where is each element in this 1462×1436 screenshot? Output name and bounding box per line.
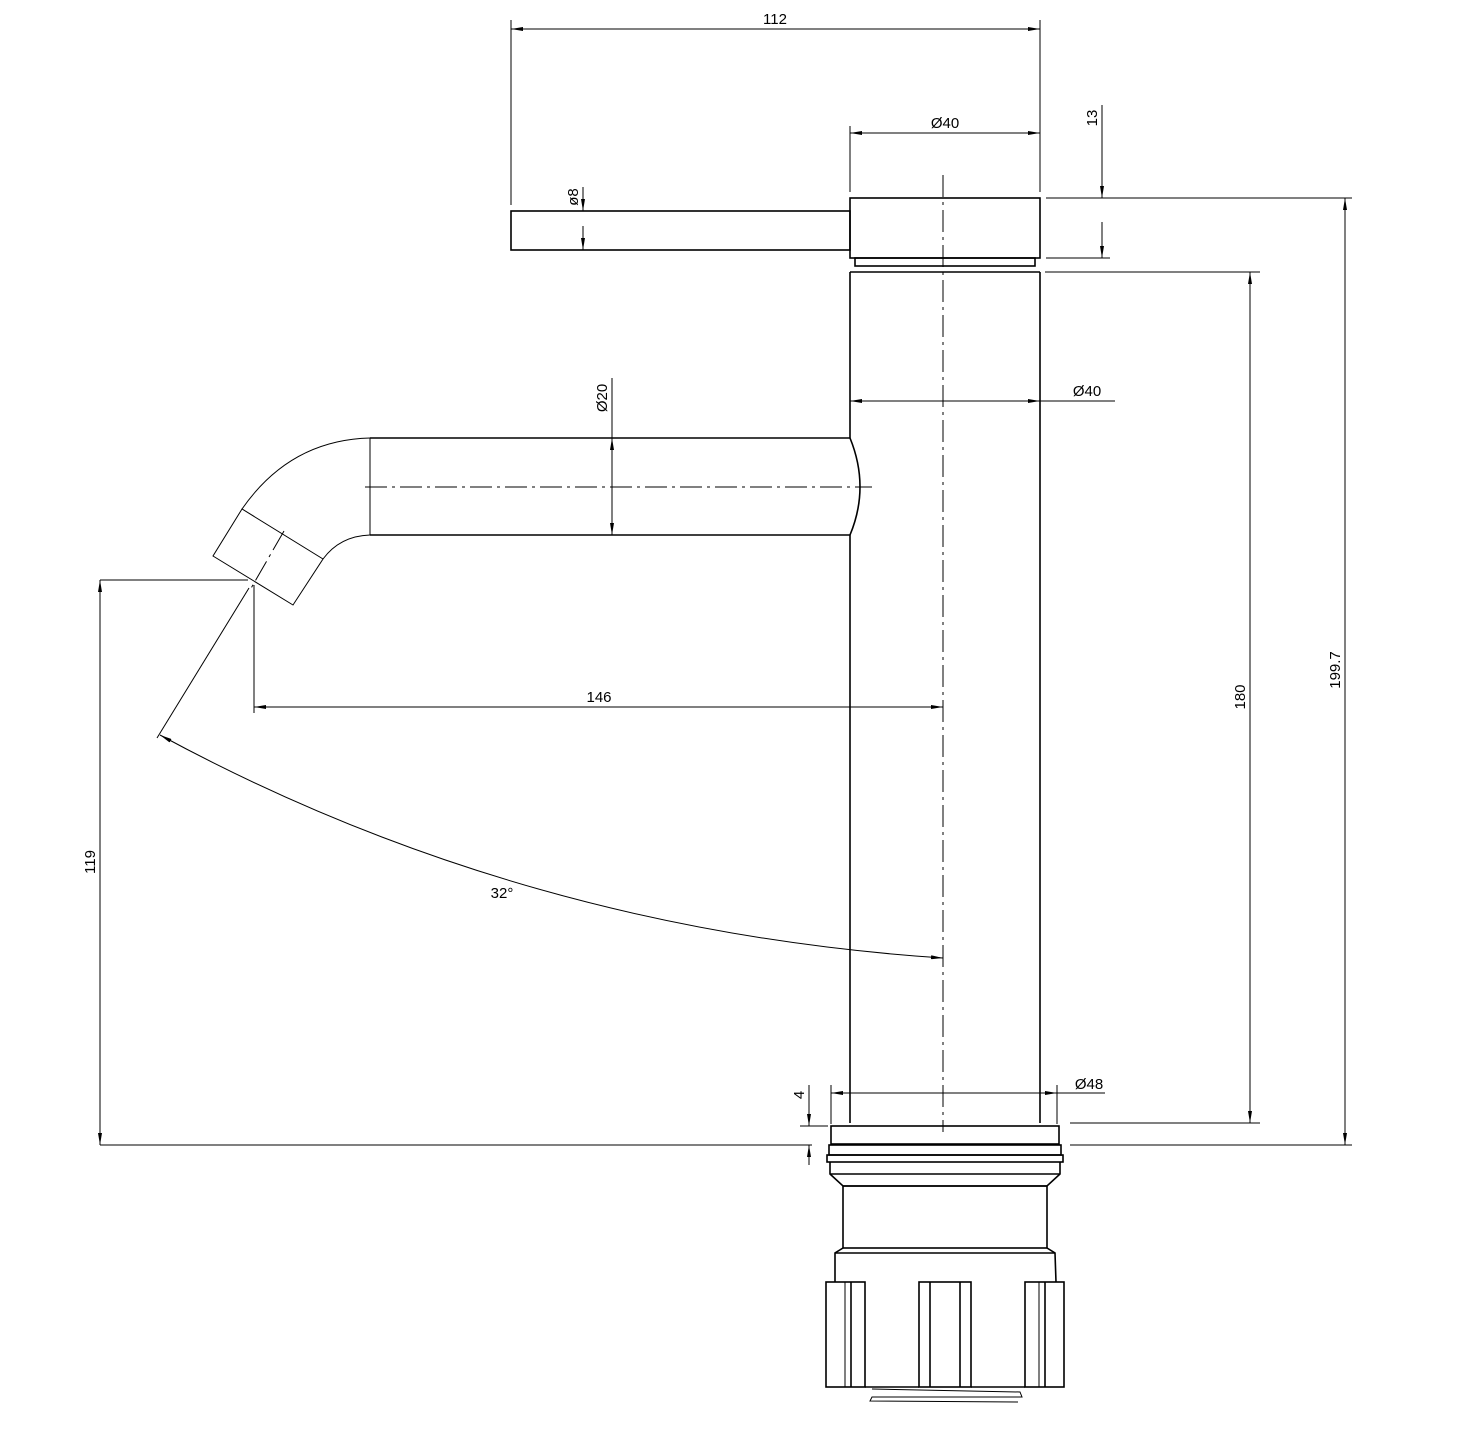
dim-lever-diameter: ø8 [565,188,582,206]
faucet-body [849,271,1041,1123]
base-thread [869,1388,1023,1403]
dimension-lines [98,20,1352,1165]
dim-body-diameter: Ø40 [1073,383,1101,400]
dim-13: 13 [1084,110,1101,127]
dim-base-diameter: Ø48 [1075,1076,1103,1093]
dim-199-7: 199.7 [1327,651,1344,689]
dim-112: 112 [763,11,787,28]
base-fitting [825,1125,1065,1403]
dim-119: 119 [82,850,99,874]
dim-4: 4 [791,1091,808,1099]
dim-32-deg: 32° [491,885,514,902]
dim-spout-diameter: Ø20 [594,384,611,412]
dim-180: 180 [1232,684,1249,709]
base-nut [825,1281,1065,1388]
dim-cap-diameter: Ø40 [931,115,959,132]
dim-146: 146 [586,689,611,706]
spout [212,437,850,606]
handle-lever [510,210,851,251]
handle-cap [849,197,1041,267]
